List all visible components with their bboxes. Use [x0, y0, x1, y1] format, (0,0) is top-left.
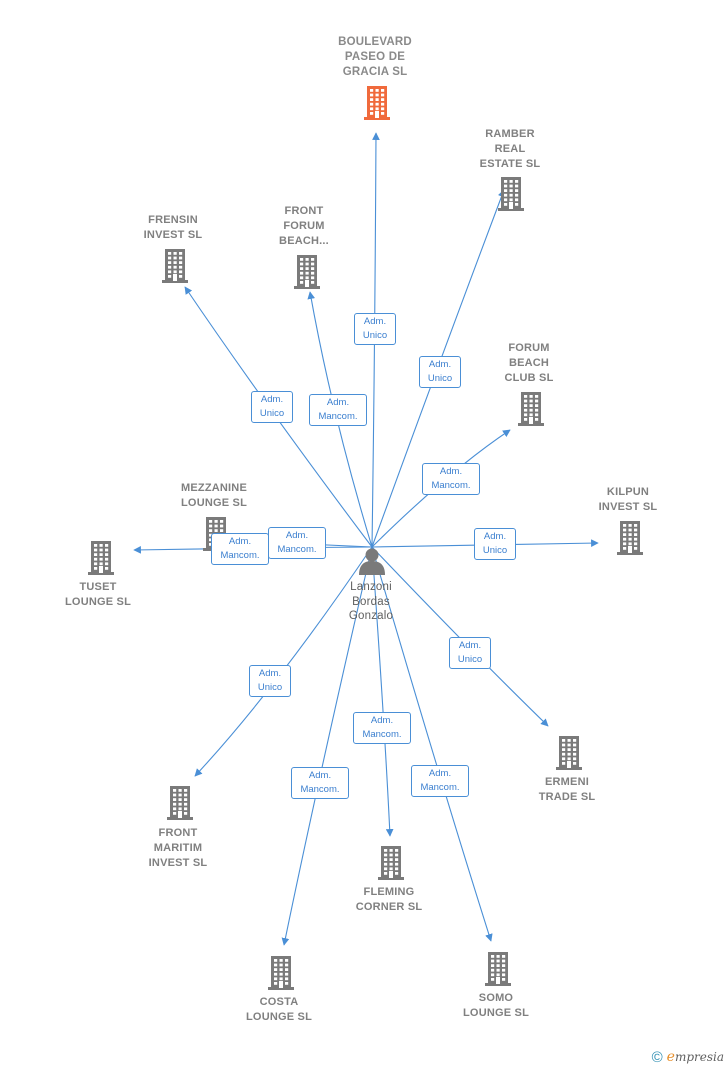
role-badge-somo-lounge[interactable]: Adm. Mancom.	[411, 765, 469, 797]
building-icon[interactable]	[292, 253, 322, 294]
role-badge-frensin-invest[interactable]: Adm. Unico	[251, 391, 293, 423]
company-label-ramber-real-estate[interactable]: RAMBER REAL ESTATE SL	[479, 128, 541, 170]
company-label-forum-beach-club[interactable]: FORUM BEACH CLUB SL	[504, 342, 554, 384]
company-label-kilpun-invest[interactable]: KILPUN INVEST SL	[598, 486, 658, 513]
building-icon[interactable]	[496, 175, 526, 216]
company-label-somo-lounge[interactable]: SOMO LOUNGE SL	[463, 992, 529, 1019]
role-badge-front-forum-beach[interactable]: Adm. Mancom.	[309, 394, 367, 426]
copyright-icon: ©	[651, 1048, 663, 1066]
edge-fleming-corner	[371, 546, 394, 837]
company-label-costa-lounge[interactable]: COSTA LOUNGE SL	[246, 996, 312, 1023]
company-label-frensin-invest[interactable]: FRENSIN INVEST SL	[143, 214, 203, 241]
building-icon[interactable]	[376, 844, 406, 885]
role-badge-kilpun-invest[interactable]: Adm. Unico	[474, 528, 516, 560]
company-label-fleming-corner[interactable]: FLEMING CORNER SL	[355, 886, 423, 913]
company-label-front-maritim-invest[interactable]: FRONT MARITIM INVEST SL	[148, 827, 208, 869]
building-icon[interactable]	[516, 390, 546, 431]
company-label-mezzanine-lounge[interactable]: MEZZANINE LOUNGE SL	[181, 482, 247, 509]
building-icon[interactable]	[86, 539, 116, 580]
company-label-ermeni-trade[interactable]: ERMENI TRADE SL	[538, 776, 596, 803]
role-badge-mezzanine-lounge[interactable]: Adm. Mancom.	[268, 527, 326, 559]
edge-costa-lounge	[281, 546, 373, 946]
building-icon[interactable]	[160, 247, 190, 288]
company-label-tuset-lounge[interactable]: TUSET LOUNGE SL	[65, 581, 131, 608]
company-label-boulevard-paseo-de-gracia[interactable]: BOULEVARD PASEO DE GRACIA SL	[338, 36, 412, 78]
role-badge-forum-beach-club[interactable]: Adm. Mancom.	[422, 463, 480, 495]
role-badge-fleming-corner[interactable]: Adm. Mancom.	[353, 712, 411, 744]
footer-brand: © empresia	[652, 1048, 724, 1066]
role-badge-ramber-real-estate[interactable]: Adm. Unico	[419, 356, 461, 388]
building-icon[interactable]	[266, 954, 296, 995]
role-badge-front-maritim-invest[interactable]: Adm. Unico	[249, 665, 291, 697]
role-badge-tuset-lounge[interactable]: Adm. Mancom.	[211, 533, 269, 565]
role-badge-costa-lounge[interactable]: Adm. Mancom.	[291, 767, 349, 799]
empresia-logo[interactable]: empresia	[666, 1049, 724, 1065]
company-label-front-forum-beach[interactable]: FRONT FORUM BEACH...	[279, 205, 329, 247]
building-icon[interactable]	[165, 784, 195, 825]
building-icon[interactable]	[362, 84, 392, 125]
building-icon[interactable]	[615, 519, 645, 560]
edge-somo-lounge	[371, 546, 493, 942]
person-icon	[359, 548, 385, 575]
role-badge-boulevard-paseo-de-gracia[interactable]: Adm. Unico	[354, 313, 396, 345]
person-name[interactable]: Lanzoni Bordas Gonzalo	[348, 581, 394, 622]
building-icon[interactable]	[483, 950, 513, 991]
role-badge-ermeni-trade[interactable]: Adm. Unico	[449, 637, 491, 669]
building-icon[interactable]	[554, 734, 584, 775]
